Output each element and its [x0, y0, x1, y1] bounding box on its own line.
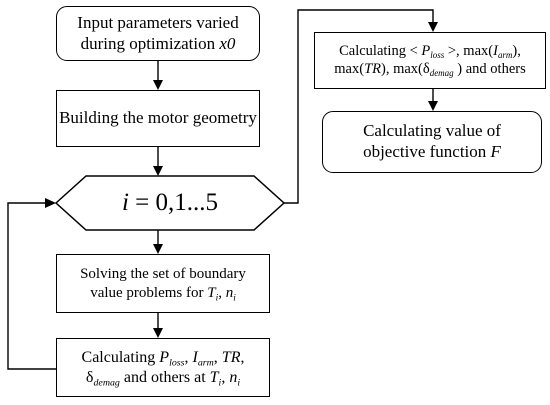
calc-loss-sep4: ,	[221, 368, 230, 386]
calc-max-pre: Calculating <	[339, 42, 422, 59]
calc-max-cl2: ), max(	[380, 60, 423, 77]
calc-loss-i: I	[192, 348, 198, 366]
calc-max-cl1: ),	[512, 42, 521, 59]
calc-max-i: I	[493, 42, 498, 59]
calc-loss-sep1: ,	[184, 348, 193, 366]
arrowhead-objective	[428, 101, 438, 111]
calc-max-p-sub: loss	[430, 49, 445, 60]
arrowhead-calc	[153, 328, 163, 338]
input-parameters-var: x0	[219, 33, 236, 53]
arrow-loop-exit	[284, 9, 434, 204]
arrowhead-solve	[153, 244, 163, 254]
objective-text: Calculating value of objective function	[363, 121, 501, 161]
solve-bvp-text: Solving the set of boundary value proble…	[80, 266, 246, 301]
calc-loss-delta-sub: demag	[93, 376, 120, 388]
arrow-feedback-loop	[7, 202, 56, 370]
build-geometry-text: Building the motor geometry	[59, 108, 257, 128]
solve-t-sub: i	[215, 292, 219, 303]
calc-loss-sep3: ,	[240, 348, 245, 366]
loop-range: = 0,1...5	[135, 189, 219, 216]
solve-n: n	[225, 284, 234, 301]
calc-loss-sep2: ,	[213, 348, 222, 366]
calc-max-node: Calculating < Ploss >, max(Iarm), max(TR)…	[314, 32, 546, 89]
build-geometry-node: Building the motor geometry	[56, 90, 260, 147]
arrowhead-feedback	[45, 198, 56, 208]
calc-max-delta-sub: demag	[429, 67, 454, 78]
calc-loss-p-sub: loss	[169, 357, 185, 369]
calc-max-gt: >, max(	[444, 42, 494, 59]
solve-sep: ,	[218, 284, 226, 301]
objective-node: Calculating value of objective function …	[322, 111, 542, 173]
arrowhead-geometry	[153, 80, 163, 90]
arrowhead-loop	[153, 166, 163, 176]
calc-loss-n: n	[229, 368, 238, 386]
calc-max-tr: TR	[364, 60, 381, 77]
calc-loss-node: Calculating Ploss, Iarm, TR, δdemag and o…	[56, 338, 270, 397]
calc-loss-delta: δ	[85, 368, 94, 386]
calc-loss-t-sub: i	[218, 376, 222, 388]
loop-var: i	[121, 189, 129, 216]
calc-loss-n-sub: i	[237, 376, 241, 388]
arrowhead-calc-max	[428, 22, 438, 32]
solve-t: T	[207, 284, 216, 301]
calc-max-p: P	[421, 42, 431, 59]
calc-max-tail: ) and others	[453, 60, 526, 77]
calc-max-i-sub: arm	[497, 49, 513, 60]
calc-loss-tr: TR	[221, 348, 241, 366]
calc-loss-tail: and others at	[119, 368, 210, 386]
objective-var: F	[490, 142, 501, 161]
calc-loss-p: P	[159, 348, 170, 366]
calc-loss-i-sub: arm	[197, 357, 214, 369]
calc-max-max-tr: max(	[334, 60, 365, 77]
calc-max-delta: δ	[422, 60, 430, 77]
input-parameters-text: Input parameters varied during optimizat…	[77, 12, 239, 53]
loop-node-label: i = 0,1...5	[60, 176, 280, 230]
input-parameters-node: Input parameters varied during optimizat…	[56, 6, 260, 61]
calc-loss-prefix: Calculating	[81, 348, 160, 366]
calc-loss-t: T	[209, 368, 219, 386]
solve-n-sub: i	[233, 292, 236, 303]
solve-bvp-node: Solving the set of boundary value proble…	[56, 254, 270, 313]
